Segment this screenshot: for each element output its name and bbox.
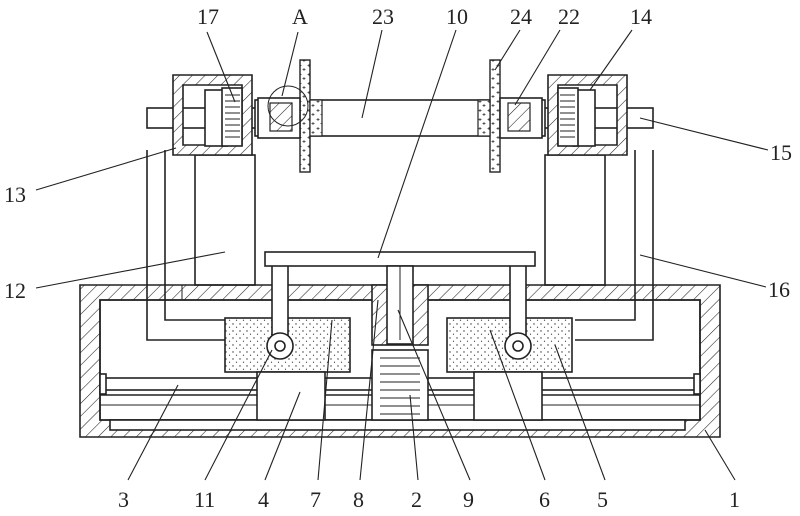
label-12: 12: [4, 278, 26, 303]
label-2: 2: [411, 487, 422, 512]
right-flange: [477, 59, 543, 173]
label-10: 10: [446, 4, 468, 29]
label-3: 3: [118, 487, 129, 512]
label-8: 8: [353, 487, 364, 512]
right-clamp-housing: [547, 74, 628, 156]
spring: [371, 349, 429, 421]
left-support-frame: [146, 150, 256, 341]
label-4: 4: [258, 487, 269, 512]
label-1: 1: [729, 487, 740, 512]
center-column: [371, 265, 429, 346]
top-plate: [264, 251, 536, 267]
label-22: 22: [558, 4, 580, 29]
label-A: A: [292, 4, 308, 29]
label-24: 24: [510, 4, 532, 29]
left-flange: [257, 59, 323, 173]
label-15: 15: [770, 140, 792, 165]
label-9: 9: [463, 487, 474, 512]
label-6: 6: [539, 487, 550, 512]
right-support-frame: [544, 150, 654, 341]
label-11: 11: [194, 487, 215, 512]
leader-lines: [35, 29, 769, 481]
label-13: 13: [4, 182, 26, 207]
label-7: 7: [310, 487, 321, 512]
left-roller: [266, 264, 294, 360]
left-clamp-housing: [172, 74, 253, 156]
label-16: 16: [768, 277, 790, 302]
label-23: 23: [372, 4, 394, 29]
label-17: 17: [197, 4, 219, 29]
left-nut-block: [256, 371, 326, 421]
label-14: 14: [630, 4, 652, 29]
right-roller: [504, 264, 532, 360]
label-5: 5: [597, 487, 608, 512]
